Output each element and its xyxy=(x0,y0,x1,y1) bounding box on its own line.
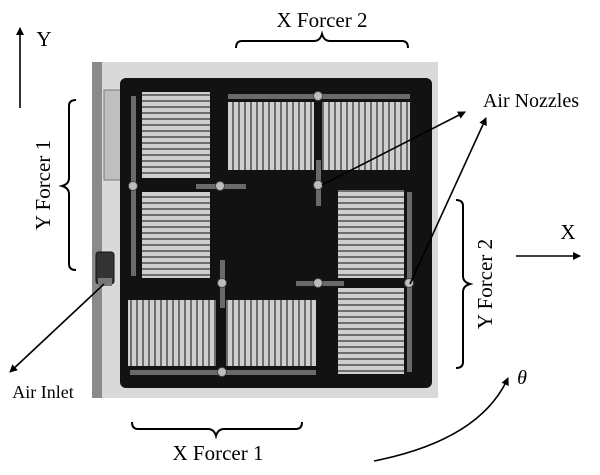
air-nozzle xyxy=(313,278,323,288)
air-inlet-cap xyxy=(98,278,112,286)
air-nozzle xyxy=(215,181,225,191)
label-air-nozzles: Air Nozzles xyxy=(483,90,579,112)
brace-y-forcer-2 xyxy=(455,199,474,369)
connector-block xyxy=(103,89,123,181)
brace-x-forcer-1 xyxy=(131,421,303,440)
label-y-forcer-1: Y Forcer 1 xyxy=(31,140,55,230)
arrow-air-nozzle-1 xyxy=(321,111,466,186)
label-x-forcer-2: X Forcer 2 xyxy=(277,8,368,32)
brace-y-forcer-1 xyxy=(58,99,77,271)
arrow-air-nozzle-2 xyxy=(409,117,487,285)
x-axis-label: X xyxy=(560,220,575,244)
air-nozzle xyxy=(217,278,227,288)
y-forcer-1-coil-top xyxy=(142,92,210,178)
label-air-inlet: Air Inlet xyxy=(12,382,73,402)
air-nozzle xyxy=(313,91,323,101)
y-axis-label: Y xyxy=(36,27,51,51)
x-forcer-2-coil-right xyxy=(322,102,410,170)
arrow-air-inlet xyxy=(9,283,105,373)
brace-x-forcer-2 xyxy=(235,30,409,49)
air-nozzle xyxy=(217,367,227,377)
y-forcer-2-coil-bottom xyxy=(338,288,404,374)
y-forcer-1-coil-bottom xyxy=(142,192,210,278)
air-nozzle xyxy=(128,181,138,191)
label-y-forcer-2: Y Forcer 2 xyxy=(473,239,497,329)
theta-arrow xyxy=(373,377,509,462)
x-forcer-1-coil-right xyxy=(226,300,316,366)
air-nozzle xyxy=(313,180,323,190)
x-forcer-2-coil-left xyxy=(228,102,314,170)
theta-label: θ xyxy=(517,367,527,389)
x-forcer-1-coil-left xyxy=(128,300,216,366)
label-x-forcer-1: X Forcer 1 xyxy=(173,441,264,465)
y-forcer-2-coil-top xyxy=(338,190,404,278)
left-rail xyxy=(92,62,102,398)
